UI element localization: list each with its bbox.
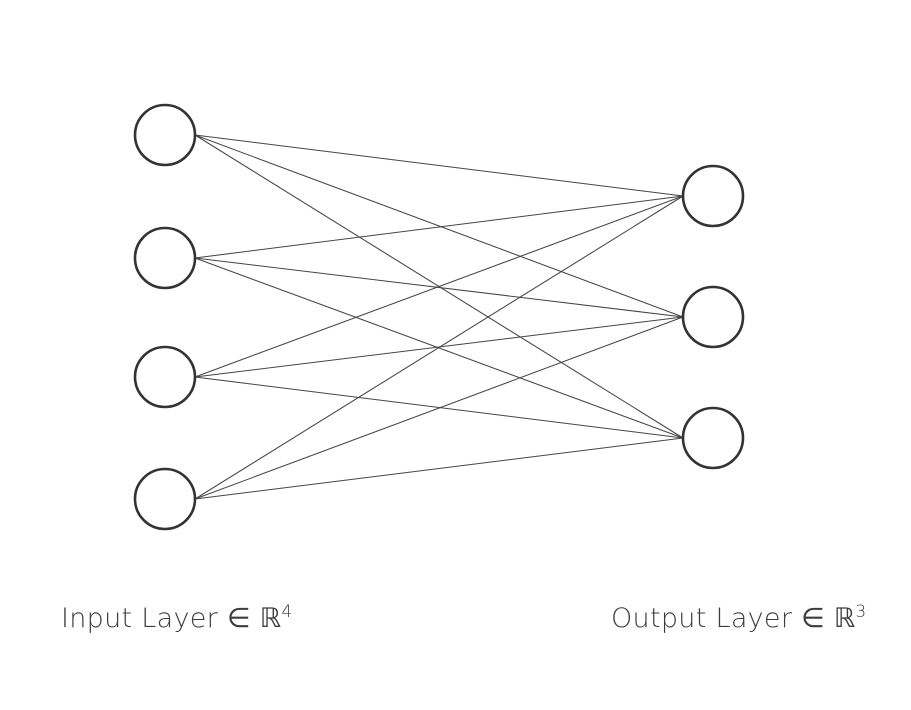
input-layer-space-symbol: ℝ	[259, 603, 282, 634]
edge-input-4-to-output-3	[194, 437, 684, 500]
output-layer-dimension: 3	[855, 601, 867, 621]
output-layer-label: Output Layer ∈ ℝ3	[611, 603, 867, 634]
input-node-4[interactable]	[133, 467, 197, 531]
output-layer-space-symbol: ℝ	[833, 603, 856, 634]
edges-group	[194, 134, 684, 500]
edge-input-1-to-output-1	[194, 134, 684, 197]
edge-input-1-to-output-2	[194, 134, 684, 318]
input-layer-membership-symbol: ∈	[226, 603, 251, 634]
input-layer-label: Input Layer ∈ ℝ4	[61, 603, 292, 634]
output-layer-membership-symbol: ∈	[801, 603, 825, 634]
edge-input-4-to-output-2	[194, 316, 684, 500]
input-node-3[interactable]	[133, 345, 197, 409]
edge-input-3-to-output-1	[194, 195, 684, 378]
input-node-2[interactable]	[133, 226, 197, 290]
input-layer-label-prefix: Input Layer	[61, 603, 219, 634]
input-layer-dimension: 4	[281, 601, 293, 621]
edge-input-2-to-output-2	[194, 257, 684, 318]
output-node-2[interactable]	[681, 285, 745, 349]
input-node-1[interactable]	[133, 103, 197, 167]
output-layer-label-prefix: Output Layer	[611, 603, 793, 634]
edge-input-2-to-output-1	[194, 195, 684, 259]
output-node-1[interactable]	[681, 164, 745, 228]
output-node-3[interactable]	[681, 406, 745, 470]
nodes-group	[133, 103, 745, 531]
edge-input-4-to-output-1	[194, 195, 684, 500]
